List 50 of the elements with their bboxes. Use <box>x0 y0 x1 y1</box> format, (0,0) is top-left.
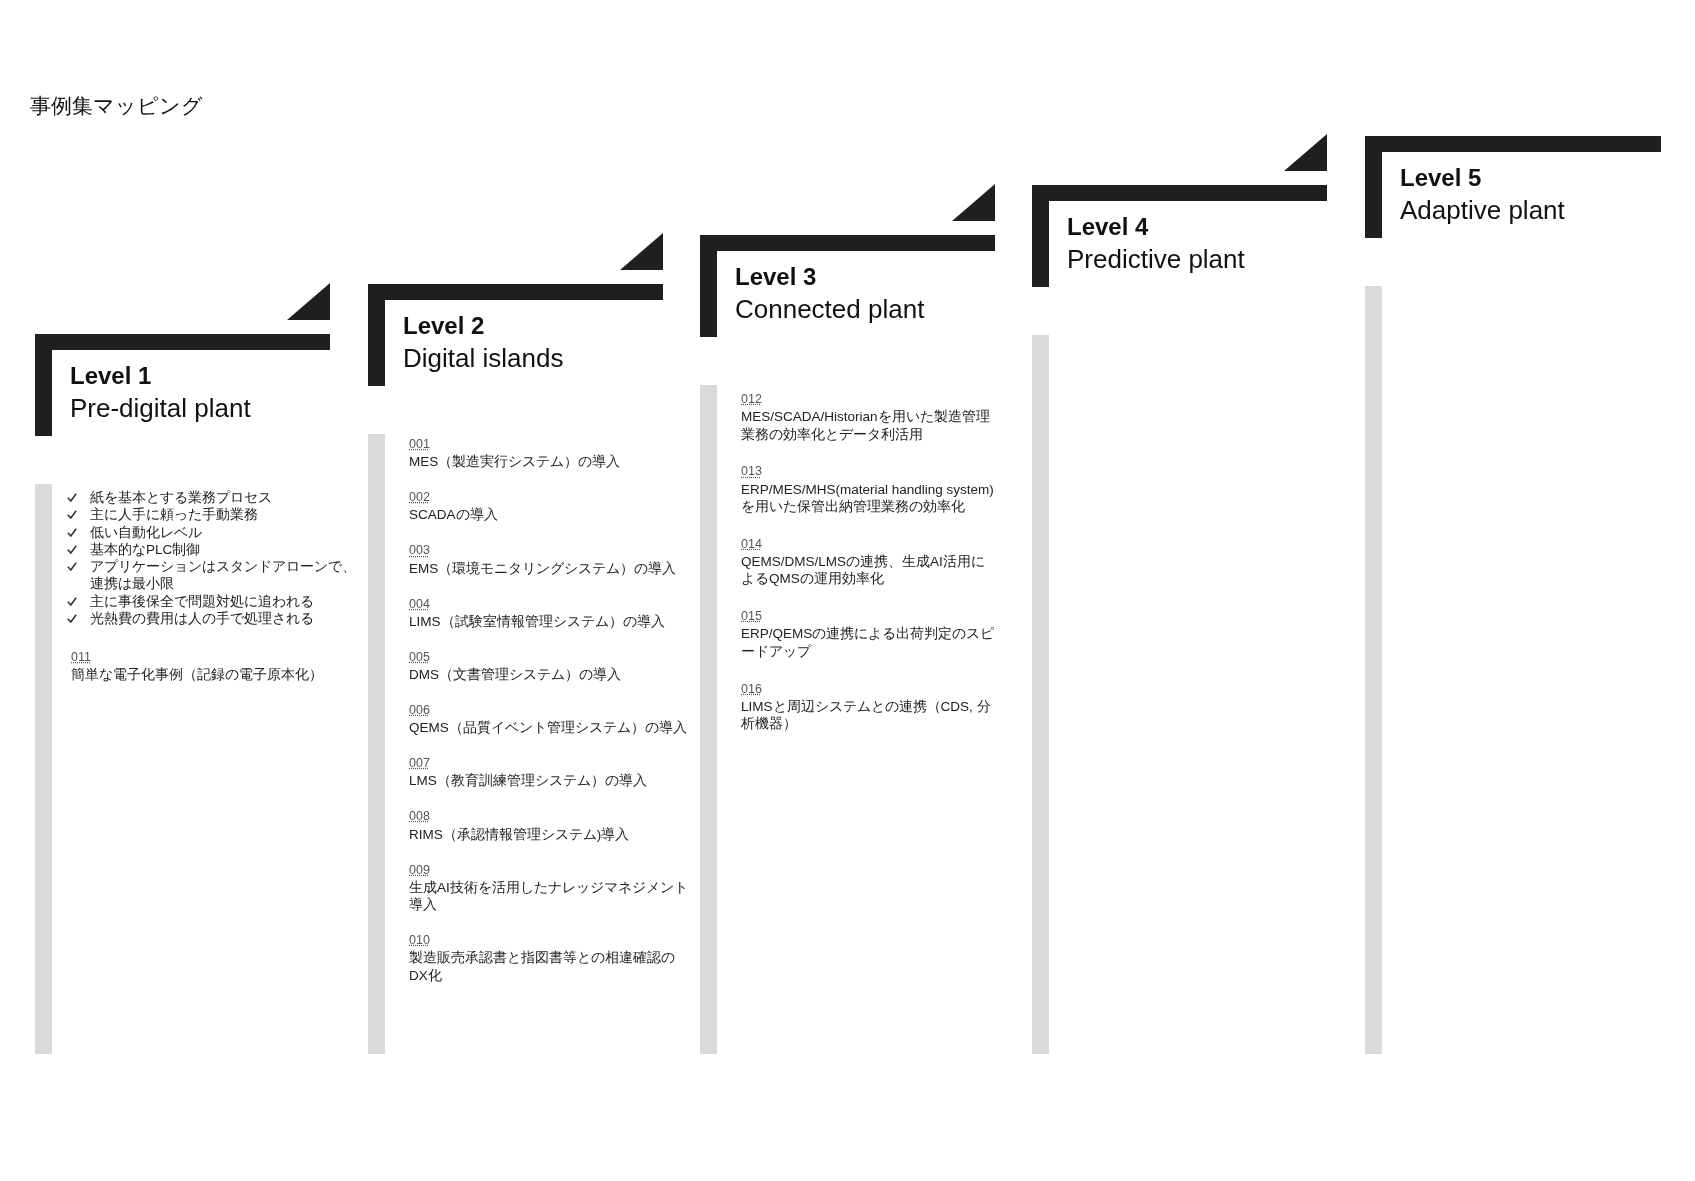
level-subtitle: Connected plant <box>735 294 925 324</box>
case-link: 010 <box>409 932 430 949</box>
level-subtitle: Adaptive plant <box>1400 195 1565 225</box>
case-title: RIMS（承認情報管理システム)導入 <box>409 825 630 843</box>
case-title: MES/SCADA/Historianを用いた製造管理業務の効率化とデータ利活用 <box>741 408 991 443</box>
diagram-title: 事例集マッピング <box>30 94 203 118</box>
level-subtitle: Digital islands <box>403 343 564 373</box>
case-link: 011 <box>71 648 91 666</box>
case-link: 004 <box>409 595 430 613</box>
level-subtitle: Predictive plant <box>1067 244 1245 274</box>
case-title: ERP/MES/MHS(material handling system)を用いた保管出納管理業務の効率化 <box>741 480 995 516</box>
level-heading: Level 3 <box>735 263 817 291</box>
case-title: MES（製造実行システム）の導入 <box>409 453 621 471</box>
level-heading: Level 5 <box>1400 164 1482 192</box>
checklist-item: 紙を基本とする業務プロセス <box>90 489 272 507</box>
checklist-item: 基本的なPLC制御 <box>90 540 201 559</box>
case-title: QEMS（品質イベント管理システム）の導入 <box>409 719 687 737</box>
case-link: 016 <box>741 680 762 698</box>
level-heading: Level 4 <box>1067 213 1149 241</box>
checklist-item: 光熱費の費用は人の手で処理される <box>90 610 314 628</box>
case-title: EMS（環境モニタリングシステム）の導入 <box>409 559 677 577</box>
case-link: 008 <box>409 808 430 826</box>
level-heading: Level 1 <box>70 362 152 390</box>
case-link: 005 <box>409 648 430 666</box>
case-title: DMS（文書管理システム）の導入 <box>409 666 621 684</box>
case-link: 003 <box>409 542 430 560</box>
case-link: 015 <box>741 608 762 626</box>
case-title: LIMSと周辺システムとの連携（CDS, 分析機器） <box>741 697 992 733</box>
case-link: 006 <box>409 701 430 719</box>
case-link: 014 <box>741 535 762 553</box>
case-title: 簡単な電子化事例（記録の電子原本化） <box>71 666 323 684</box>
case-title: 製造販売承認書と指図書等との相違確認のDX化 <box>409 949 676 984</box>
case-title: QEMS/DMS/LMSの連携、生成AI活用によるQMSの運用効率化 <box>741 553 986 588</box>
checklist-item: 低い自動化レベル <box>90 523 202 541</box>
checklist-item: 主に事後保全で問題対処に追われる <box>90 592 314 611</box>
checklist-item: アプリケーションはスタンドアローンで、連携は最小限 <box>90 558 357 593</box>
case-title: LMS（教育訓練管理システム）の導入 <box>409 772 647 790</box>
checklist-item: 主に人手に頼った手動業務 <box>90 506 258 524</box>
case-title: ERP/QEMSの連携による出荷判定のスピードアップ <box>741 625 995 661</box>
case-title: LIMS（試験室情報管理システム）の導入 <box>409 612 665 631</box>
case-link: 002 <box>409 489 430 507</box>
case-link: 012 <box>741 391 762 408</box>
case-link: 001 <box>409 436 430 453</box>
level-heading: Level 2 <box>403 312 485 340</box>
case-title: SCADAの導入 <box>409 506 498 524</box>
case-link: 013 <box>741 463 762 481</box>
case-link: 009 <box>409 861 430 879</box>
level-subtitle: Pre-digital plant <box>70 393 251 423</box>
case-link: 007 <box>409 755 430 773</box>
case-title: 生成AI技術を活用したナレッジマネジメント導入 <box>409 878 689 914</box>
